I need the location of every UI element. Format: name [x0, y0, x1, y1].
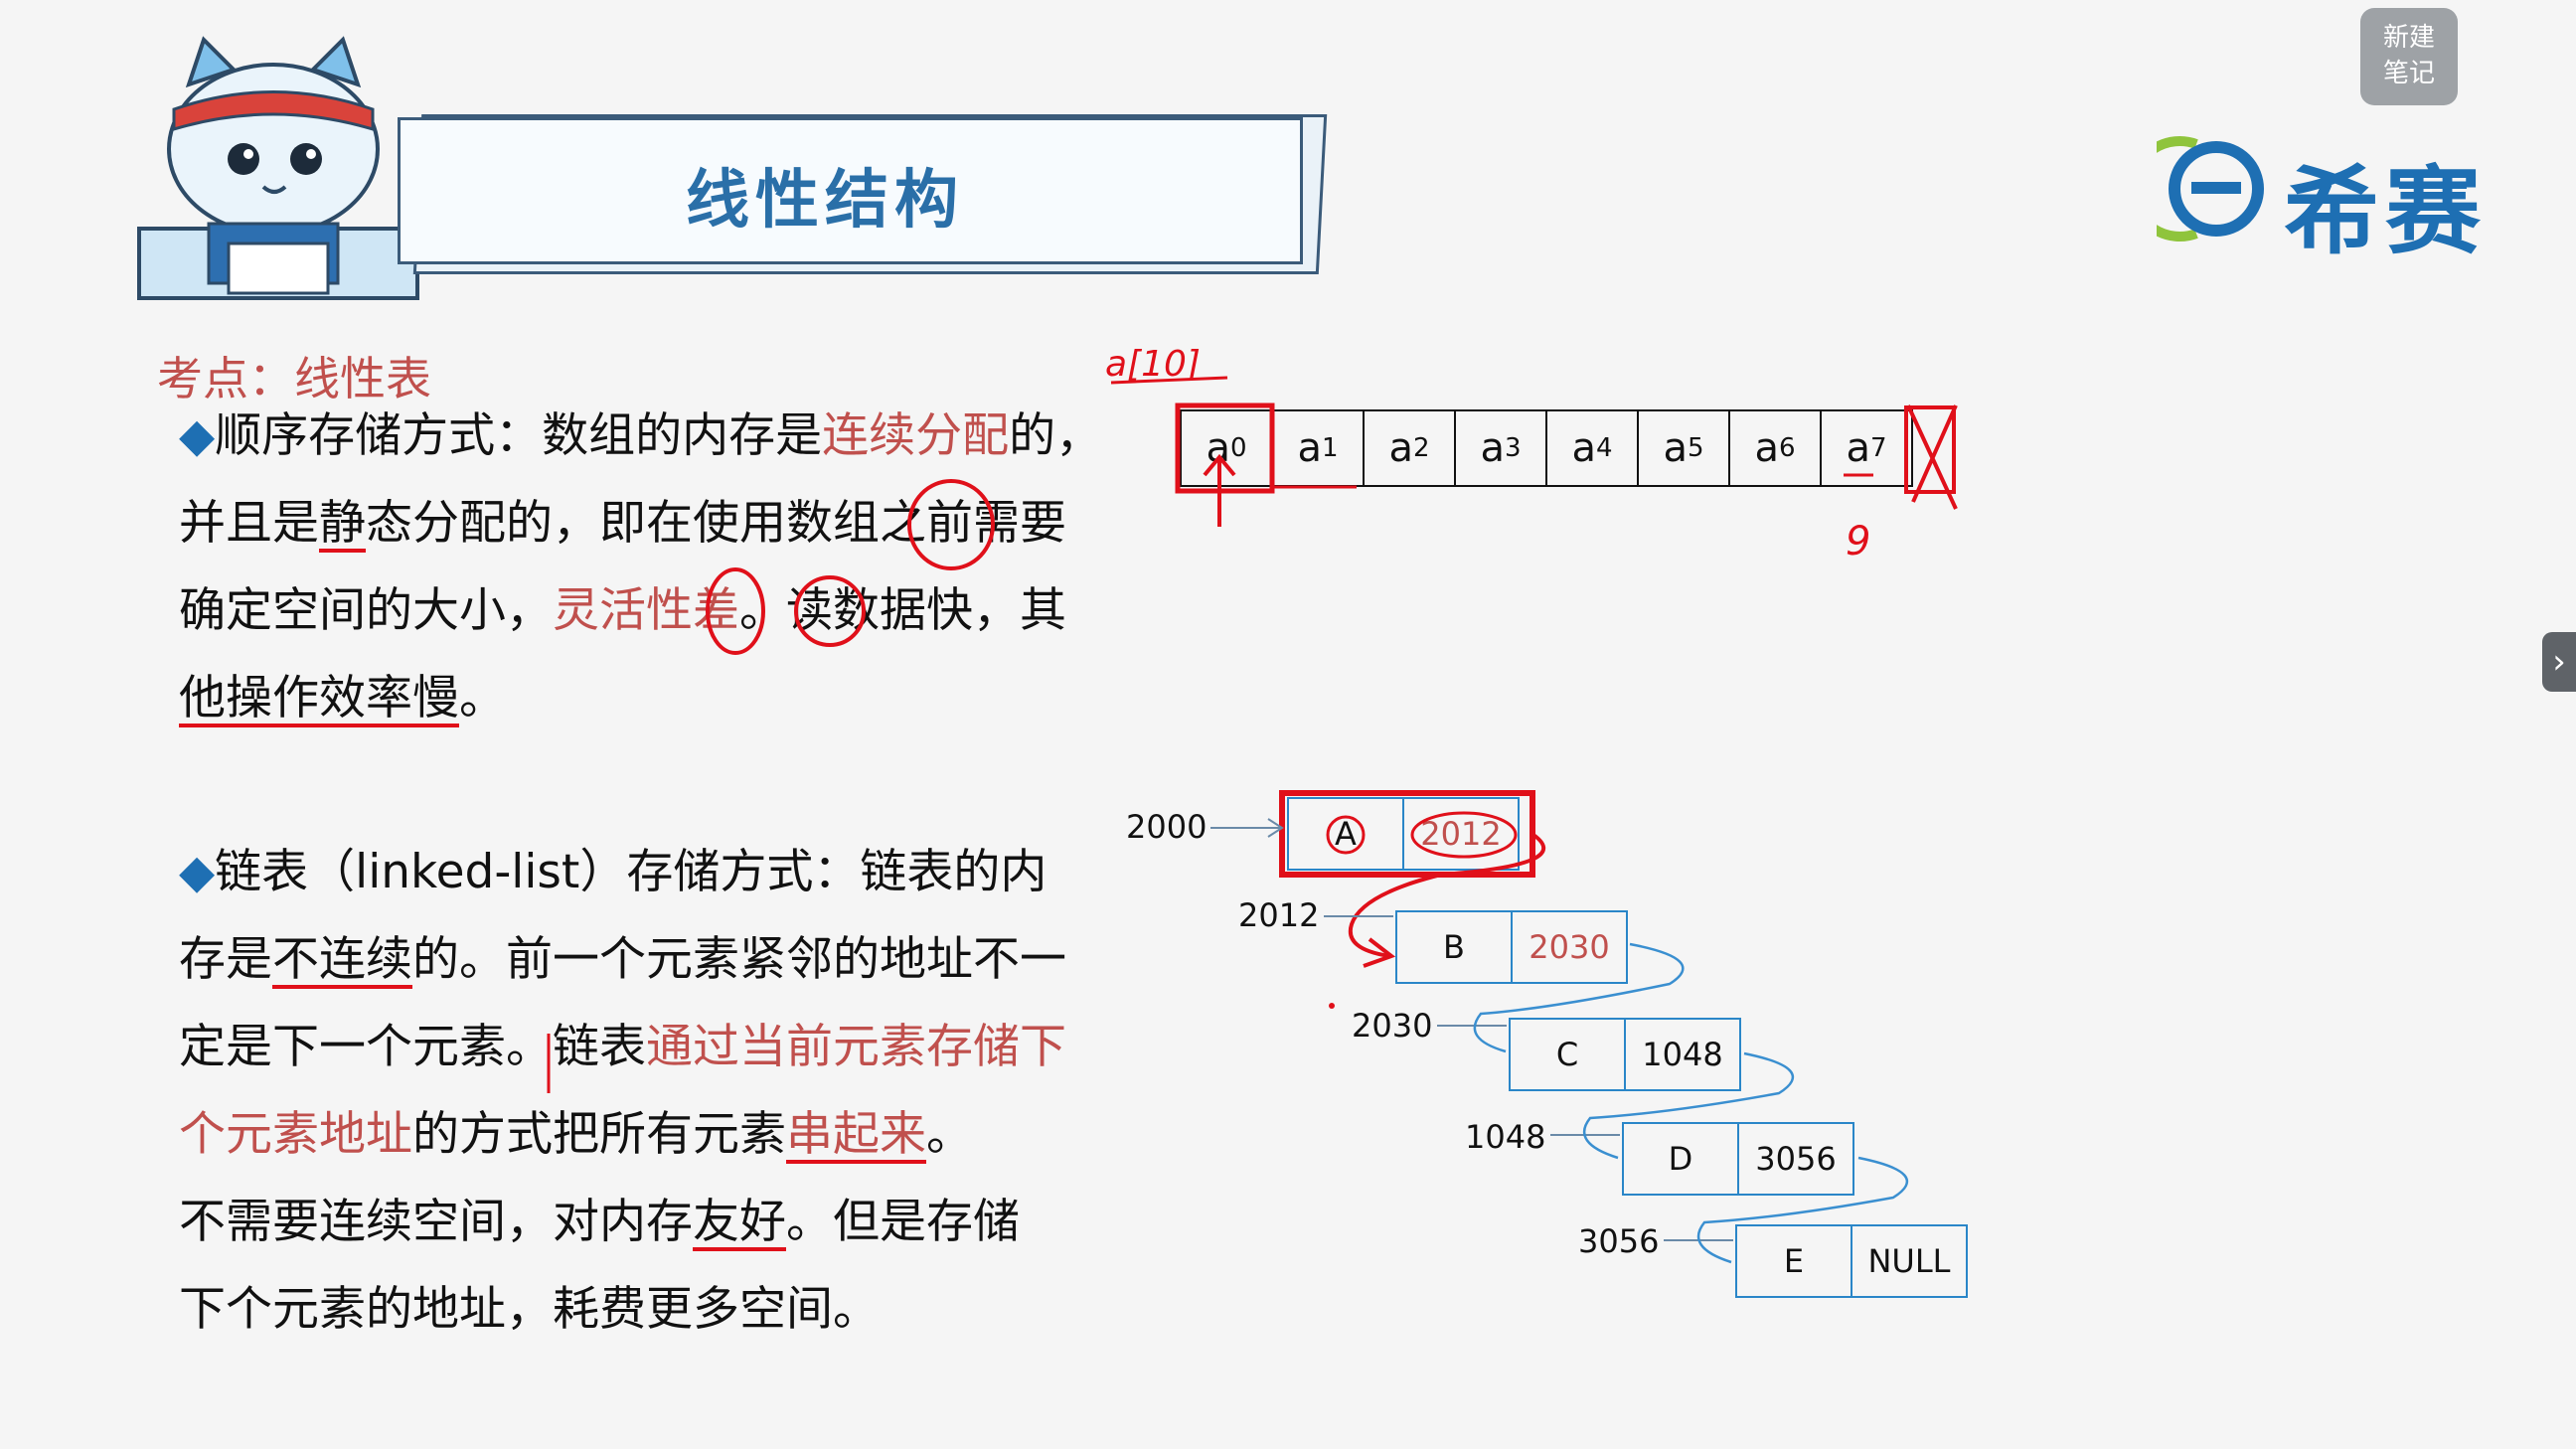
text-span: 顺序存储方式：数组的内存是 [215, 408, 823, 463]
underlined-text: 静 [319, 496, 366, 551]
node-next-pointer: 1048 [1626, 1018, 1741, 1091]
node-address-label: 2012 [1238, 896, 1320, 934]
text-span: 的， [1009, 408, 1103, 463]
text-span: 存是 [179, 932, 272, 987]
xisai-logo-icon [2157, 136, 2264, 242]
cell-base: a [1663, 425, 1688, 471]
text-span: 下个元素的地址，耗费更多空间。 [179, 1282, 880, 1337]
new-note-label-line2: 笔记 [2382, 59, 2435, 88]
side-panel-toggle[interactable]: › [2542, 632, 2576, 692]
cell-index: 5 [1687, 433, 1704, 463]
node-value: C [1509, 1018, 1626, 1091]
link-line-5: 不需要连续空间，对内存友好。但是存储 [179, 1179, 1173, 1266]
linked-list-node: A 2012 [1287, 797, 1520, 871]
text-span: 。 [459, 671, 506, 725]
cell-index: 4 [1595, 433, 1613, 463]
topic-heading: 考点：线性表 [157, 352, 431, 405]
last-index-note: 9 [1846, 519, 1870, 564]
text-span: 。 [926, 1107, 973, 1162]
highlight-underlined-text: 串起来 [786, 1107, 926, 1162]
cross-mark-icon [1906, 404, 1958, 510]
node-address-label: 2030 [1352, 1007, 1433, 1045]
node-address-label: 2000 [1126, 808, 1208, 846]
array-size-note: a[10] [1105, 344, 1201, 385]
underlined-text: 他操作效率慢 [179, 671, 459, 725]
node-next-pointer: NULL [1852, 1224, 1968, 1298]
new-note-button[interactable]: 新建 笔记 [2360, 8, 2458, 105]
page-title: 线性结构 [686, 164, 964, 238]
cell-base: a [1480, 425, 1505, 471]
text-span: 链表（linked-list）存储方式：链表的内 [215, 845, 1047, 899]
cell-base: a [1846, 425, 1870, 471]
diamond-bullet-icon: ◆ [179, 408, 216, 463]
underlined-text: 友好 [693, 1195, 786, 1249]
linked-list-paragraph: ◆链表（linked-list）存储方式：链表的内 存是不连续的。前一个元素紧邻… [179, 829, 1173, 1354]
text-span: 。但是存储 [786, 1195, 1020, 1249]
cell-base: a [1754, 425, 1779, 471]
cell-index: 2 [1412, 433, 1430, 463]
node-address-label: 3056 [1578, 1222, 1660, 1260]
node-value: A [1287, 797, 1404, 871]
text-span: 并且是 [179, 496, 319, 551]
cell-base: a [1388, 425, 1413, 471]
seq-line-4: 他操作效率慢。 [179, 655, 1173, 742]
linked-list-node: D 3056 [1622, 1122, 1854, 1196]
diamond-bullet-icon: ◆ [179, 845, 216, 899]
text-span: 态分配的，即在使用数组之前需要 [366, 496, 1066, 551]
linked-list-node: E NULL [1735, 1224, 1968, 1298]
node-next-pointer: 3056 [1739, 1122, 1854, 1196]
text-span: 定是下一个元素。链表 [179, 1020, 646, 1074]
underlined-text: 不连续 [272, 932, 412, 987]
text-span: 不需要连续空间，对内存 [179, 1195, 693, 1249]
cell-index: 1 [1321, 433, 1339, 463]
cat-mascot-image [137, 36, 419, 300]
seq-line-1: ◆顺序存储方式：数组的内存是连续分配的， [179, 393, 1173, 480]
cell-index: 3 [1504, 433, 1522, 463]
node-value: B [1395, 910, 1513, 984]
link-line-6: 下个元素的地址，耗费更多空间。 [179, 1266, 1173, 1354]
text-span: 的方式把所有元素 [412, 1107, 786, 1162]
seq-line-3: 确定空间的大小，灵活性差。读数据快，其 [179, 567, 1173, 655]
highlight-text: 个元素地址 [179, 1107, 412, 1162]
highlight-text: 灵活性差 [553, 583, 739, 638]
logo-text: 希赛 [2284, 156, 2487, 267]
cell-base: a [1297, 425, 1322, 471]
text-span: 的。前一个元素紧邻的地址不一 [412, 932, 1066, 987]
text-span: 确定空间的大小， [179, 583, 553, 638]
seq-line-2: 并且是静态分配的，即在使用数组之前需要 [179, 480, 1173, 567]
linked-list-node: C 1048 [1509, 1018, 1741, 1091]
link-line-1: ◆链表（linked-list）存储方式：链表的内 [179, 829, 1173, 916]
cell-index: 6 [1778, 433, 1796, 463]
chevron-right-icon: › [2552, 642, 2566, 682]
text-span: 。读数据快，其 [739, 583, 1066, 638]
sequential-storage-paragraph: ◆顺序存储方式：数组的内存是连续分配的， 并且是静态分配的，即在使用数组之前需要… [179, 393, 1173, 742]
link-line-3: 定是下一个元素。链表通过当前元素存储下 [179, 1004, 1173, 1091]
link-line-2: 存是不连续的。前一个元素紧邻的地址不一 [179, 916, 1173, 1004]
cell-index: 0 [1229, 433, 1247, 463]
new-note-label-line1: 新建 [2382, 23, 2435, 53]
linked-list-node: B 2030 [1395, 910, 1628, 984]
node-value: D [1622, 1122, 1739, 1196]
link-line-4: 个元素地址的方式把所有元素串起来。 [179, 1091, 1173, 1179]
cell-base: a [1571, 425, 1596, 471]
node-next-pointer: 2030 [1513, 910, 1628, 984]
cell-base: a [1206, 425, 1230, 471]
node-next-pointer: 2012 [1404, 797, 1520, 871]
title-banner [398, 117, 1303, 264]
cell-index: 7 [1869, 433, 1887, 463]
highlight-text: 连续分配 [822, 408, 1010, 463]
node-address-label: 1048 [1465, 1118, 1546, 1156]
highlight-text: 通过当前元素存储下 [646, 1020, 1066, 1074]
node-value: E [1735, 1224, 1852, 1298]
